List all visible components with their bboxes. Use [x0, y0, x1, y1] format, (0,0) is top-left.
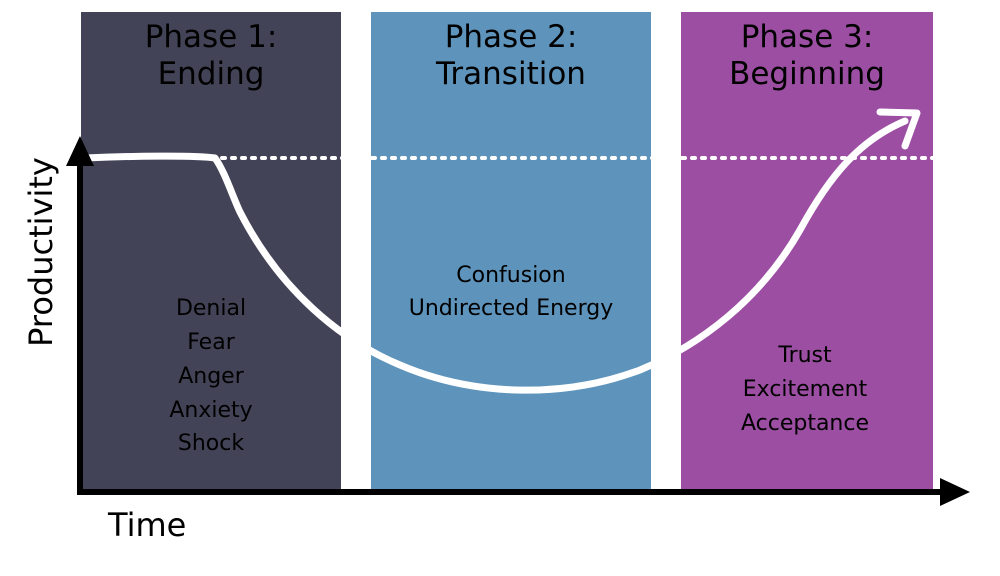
- phase-1-word: Denial: [176, 296, 246, 321]
- x-axis-label: Time: [107, 506, 186, 544]
- phase-3-word: Acceptance: [741, 411, 869, 436]
- phase-1-title-line1: Phase 1:: [145, 19, 278, 55]
- x-axis-arrow-icon: [940, 478, 970, 506]
- productivity-curve: [81, 117, 909, 394]
- phase-1-title-line2: Ending: [158, 56, 265, 92]
- phase-3-word: Excitement: [743, 377, 868, 402]
- y-axis-label: Productivity: [22, 157, 60, 347]
- phase-1-words: Denial Fear Anger Anxiety Shock: [169, 296, 252, 456]
- phase-3-title-line1: Phase 3:: [741, 19, 874, 55]
- phase-2-word: Confusion: [456, 263, 565, 288]
- arrow-head-icon: [876, 108, 921, 150]
- phase-2-words: Confusion Undirected Energy: [409, 263, 613, 321]
- phase-2-title-line2: Transition: [435, 56, 586, 92]
- phase-1-word: Fear: [187, 330, 235, 355]
- y-axis-arrow-icon: [66, 136, 94, 166]
- phase-1-word: Shock: [178, 431, 244, 456]
- phase-1-panel: [81, 12, 341, 490]
- phase-3-word: Trust: [777, 343, 832, 368]
- phase-2-title-line1: Phase 2:: [445, 19, 578, 55]
- phase-3-words: Trust Excitement Acceptance: [741, 343, 869, 436]
- phase-3-title-line2: Beginning: [729, 56, 885, 92]
- phase-3-panel: [681, 12, 933, 490]
- phase-1-word: Anger: [178, 364, 244, 389]
- phase-2-word: Undirected Energy: [409, 296, 613, 321]
- phase-1-word: Anxiety: [169, 398, 252, 423]
- phase-2-panel: [371, 12, 651, 490]
